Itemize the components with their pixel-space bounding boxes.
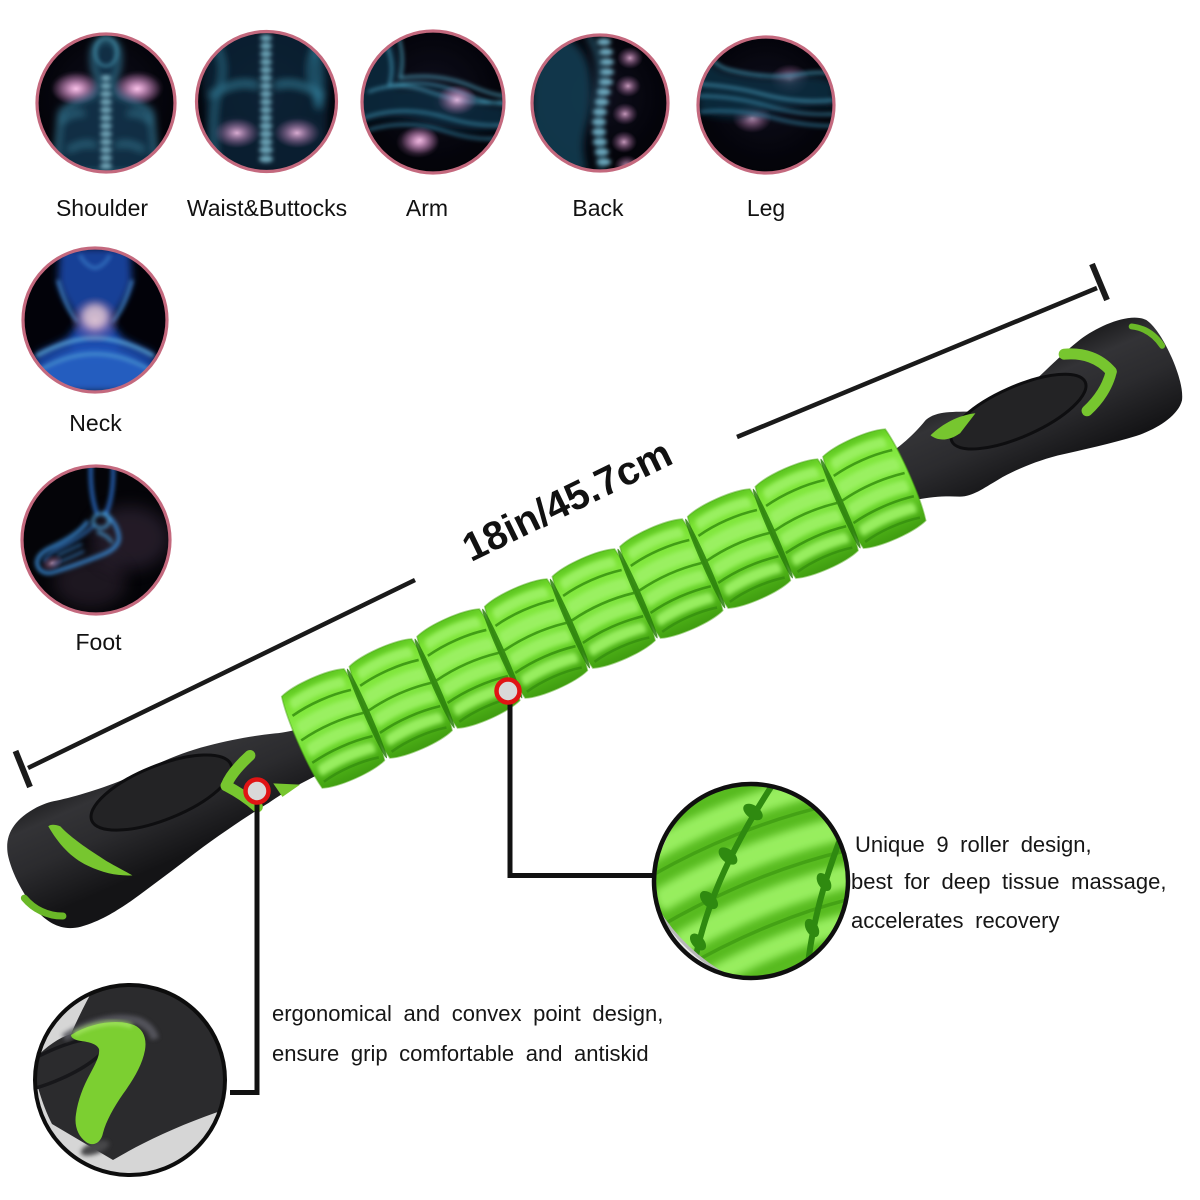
svg-text:Waist&Buttocks: Waist&Buttocks xyxy=(187,195,347,221)
svg-text:best for deep tissue massage,: best for deep tissue massage, xyxy=(851,869,1167,894)
svg-text:ensure grip comfortable and an: ensure grip comfortable and antiskid xyxy=(272,1041,649,1066)
svg-text:Leg: Leg xyxy=(747,195,785,221)
svg-text:Foot: Foot xyxy=(75,629,122,655)
svg-text:Arm: Arm xyxy=(406,195,448,221)
svg-text:Shoulder: Shoulder xyxy=(56,195,148,221)
svg-text:accelerates recovery: accelerates recovery xyxy=(851,908,1059,933)
svg-text:ergonomical and convex point d: ergonomical and convex point design, xyxy=(272,1001,663,1026)
svg-text:Neck: Neck xyxy=(69,410,122,436)
svg-text:Unique 9 roller design,: Unique 9 roller design, xyxy=(855,832,1092,857)
svg-text:Back: Back xyxy=(572,195,624,221)
